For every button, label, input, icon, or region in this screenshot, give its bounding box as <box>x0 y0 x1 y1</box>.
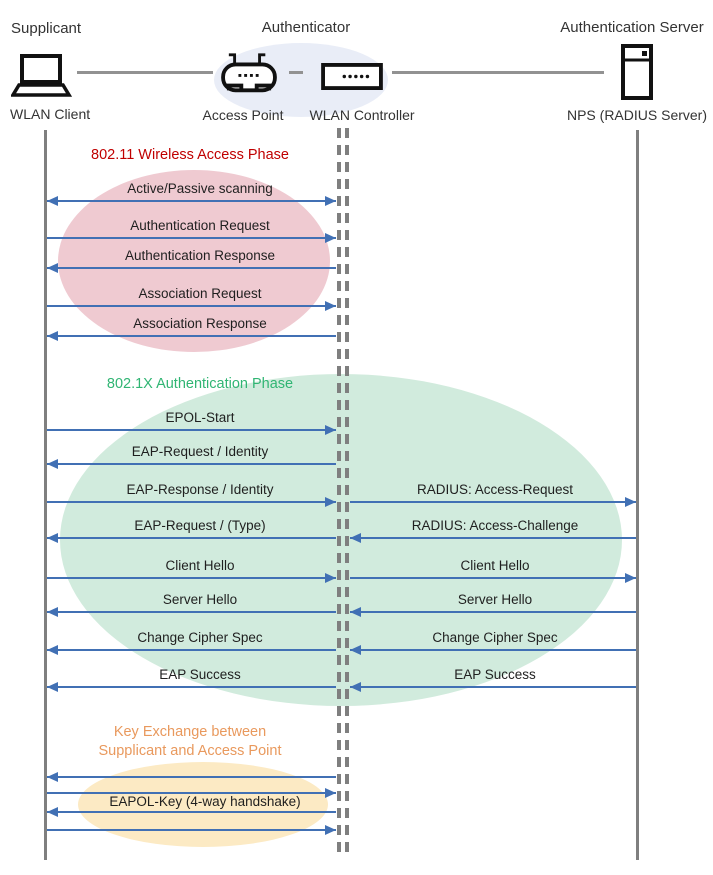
role-label-supplicant: Supplicant <box>11 20 82 37</box>
message-arrow-line <box>47 200 336 202</box>
message-label: Association Request <box>138 286 262 301</box>
node-label-nps: NPS (RADIUS Server) <box>566 107 708 123</box>
message-label: Server Hello <box>162 592 238 607</box>
phase-title-80211: 802.11 Wireless Access Phase <box>91 147 289 163</box>
message-label: EPOL-Start <box>165 410 235 425</box>
role-label-authentication-server: Authentication Server <box>560 19 704 36</box>
laptop-icon <box>11 54 75 98</box>
message-arrowhead-left <box>47 331 58 341</box>
message-label: RADIUS: Access-Challenge <box>411 518 579 533</box>
role-label-authenticator: Authenticator <box>261 19 351 36</box>
message-arrowhead-left <box>47 196 58 206</box>
message-arrow-line <box>47 686 336 688</box>
message-arrowhead-left <box>350 533 361 543</box>
message-arrow-line <box>47 537 336 539</box>
server-icon <box>621 44 653 100</box>
message-label: Client Hello <box>165 558 235 573</box>
message-arrowhead-right <box>625 573 636 583</box>
message-label: RADIUS: Access-Request <box>416 482 574 497</box>
message-arrow-line <box>350 649 636 651</box>
message-arrowhead-left <box>47 263 58 273</box>
message-arrowhead-right <box>325 825 336 835</box>
wlan-controller-icon <box>321 63 383 90</box>
message-arrowhead-left <box>47 607 58 617</box>
phase-title-key-exchange-line1: Key Exchange between <box>113 724 267 740</box>
message-arrow-line <box>47 776 336 778</box>
message-label: EAP-Request / Identity <box>131 444 269 459</box>
message-arrowhead-right <box>325 425 336 435</box>
message-arrowhead-left <box>47 807 58 817</box>
message-label: Change Cipher Spec <box>137 630 263 645</box>
message-arrow-line <box>47 649 336 651</box>
lifeline-nps <box>636 130 639 860</box>
message-arrow-line <box>350 537 636 539</box>
message-arrowhead-left <box>47 645 58 655</box>
message-label: Association Response <box>133 316 267 331</box>
message-arrow-line <box>47 811 336 813</box>
node-label-access-point: Access Point <box>202 107 284 123</box>
message-arrow-line <box>47 237 336 239</box>
message-arrow-line <box>350 611 636 613</box>
message-arrow-line <box>47 335 336 337</box>
message-arrow-line <box>47 305 336 307</box>
message-label: Active/Passive scanning <box>127 181 273 196</box>
message-label: Change Cipher Spec <box>432 630 558 645</box>
message-arrow-line <box>47 267 336 269</box>
message-arrow-line <box>47 463 336 465</box>
message-arrowhead-left <box>47 682 58 692</box>
message-arrowhead-left <box>350 682 361 692</box>
message-arrowhead-left <box>350 645 361 655</box>
message-arrowhead-right <box>325 788 336 798</box>
phase-title-8021x: 802.1X Authentication Phase <box>106 376 294 392</box>
message-arrow-line <box>47 501 336 503</box>
message-label: EAPOL-Key (4-way handshake) <box>109 794 301 809</box>
message-arrow-line <box>350 501 636 503</box>
lifeline-controller-right <box>345 128 349 858</box>
node-label-wlan-client: WLAN Client <box>10 106 91 122</box>
message-arrow-line <box>350 577 636 579</box>
phase-title-key-exchange: Key Exchange between Supplicant and Acce… <box>99 723 282 761</box>
lifeline-controller-left <box>337 128 341 858</box>
message-arrow-line <box>47 792 336 794</box>
phase-title-key-exchange-line2: Supplicant and Access Point <box>98 743 282 759</box>
lifeline-wlan-client <box>44 130 47 860</box>
message-arrowhead-left <box>47 772 58 782</box>
message-arrow-line <box>47 829 336 831</box>
message-arrow-line <box>47 429 336 431</box>
message-arrowhead-left <box>47 533 58 543</box>
message-arrowhead-right <box>325 497 336 507</box>
message-arrowhead-right <box>325 301 336 311</box>
message-label: EAP Success <box>454 667 536 682</box>
message-label: EAP Success <box>159 667 241 682</box>
connector-line <box>289 71 303 74</box>
message-arrowhead-left <box>350 607 361 617</box>
access-point-icon <box>220 50 278 98</box>
message-arrowhead-right <box>625 497 636 507</box>
node-label-wlan-controller: WLAN Controller <box>309 107 415 123</box>
message-arrowhead-right <box>325 573 336 583</box>
message-label: EAP-Response / Identity <box>126 482 274 497</box>
message-arrow-line <box>47 611 336 613</box>
message-label: Authentication Response <box>124 248 276 263</box>
message-arrowhead-left <box>47 459 58 469</box>
message-arrowhead-right <box>325 233 336 243</box>
message-arrowhead-right <box>325 196 336 206</box>
connector-line <box>77 71 213 74</box>
message-arrow-line <box>350 686 636 688</box>
message-arrow-line <box>47 577 336 579</box>
message-label: Server Hello <box>457 592 533 607</box>
message-label: EAP-Request / (Type) <box>134 518 266 533</box>
message-label: Client Hello <box>460 558 530 573</box>
connector-line <box>392 71 604 74</box>
message-label: Authentication Request <box>130 218 270 233</box>
